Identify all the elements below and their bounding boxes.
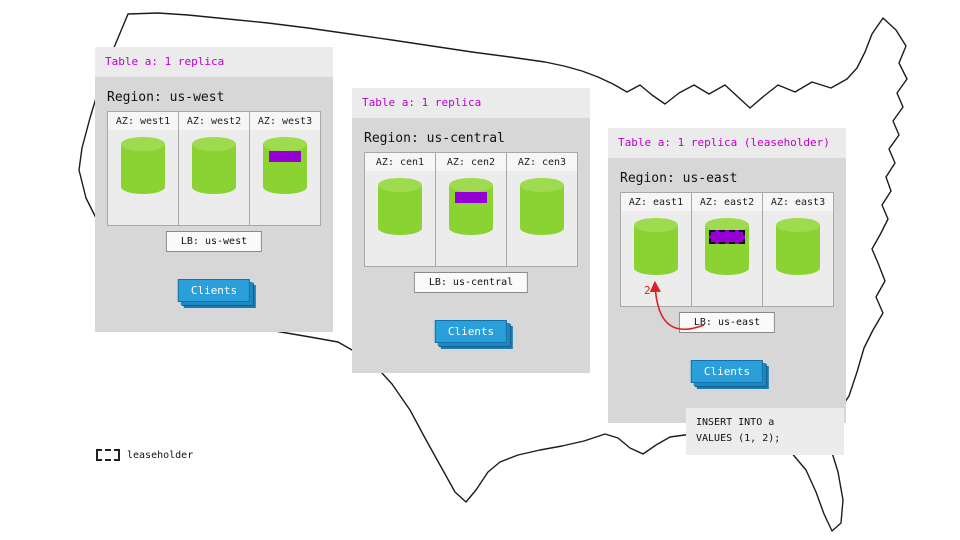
region-panel-us-west: Table a: 1 replica Region: us-west AZ: w… bbox=[95, 47, 333, 332]
az-label: AZ: east1 bbox=[621, 193, 691, 211]
az-label: AZ: west3 bbox=[250, 112, 320, 130]
leaseholder-replica-icon bbox=[709, 230, 745, 244]
az-label: AZ: east3 bbox=[763, 193, 833, 211]
sql-insert-note: INSERT INTO a VALUES (1, 2); bbox=[686, 408, 844, 455]
region-panel-us-central: Table a: 1 replica Region: us-central AZ… bbox=[352, 88, 590, 373]
load-balancer-box: LB: us-central bbox=[413, 272, 529, 293]
az-column-west3: AZ: west3 bbox=[250, 111, 321, 226]
cylinder-shape bbox=[520, 178, 564, 235]
database-cylinder-icon bbox=[704, 217, 750, 275]
az-column-east2: AZ: east2 bbox=[692, 192, 763, 307]
database-cylinder-icon bbox=[120, 136, 166, 194]
az-label: AZ: west2 bbox=[179, 112, 249, 130]
cylinder-shape bbox=[634, 218, 678, 275]
az-label: AZ: west1 bbox=[108, 112, 178, 130]
az-row: AZ: west1 AZ: west2 bbox=[107, 111, 321, 226]
legend-label: leaseholder bbox=[127, 449, 194, 461]
leaseholder-swatch-icon bbox=[96, 449, 120, 461]
az-label: AZ: cen2 bbox=[436, 153, 506, 171]
az-label: AZ: cen3 bbox=[507, 153, 577, 171]
load-balancer-box: LB: us-east bbox=[678, 312, 776, 333]
replica-icon bbox=[269, 151, 301, 162]
clients-button[interactable]: Clients bbox=[434, 320, 508, 343]
database-cylinder-icon bbox=[519, 177, 565, 235]
az-column-east1: AZ: east1 bbox=[620, 192, 692, 307]
az-column-cen2: AZ: cen2 bbox=[436, 152, 507, 267]
database-cylinder-icon bbox=[377, 177, 423, 235]
az-row: AZ: east1 AZ: east2 bbox=[620, 192, 834, 307]
region-body: Region: us-west AZ: west1 AZ: west2 bbox=[95, 77, 333, 332]
cylinder-shape bbox=[263, 137, 307, 194]
region-title: Region: us-east bbox=[620, 171, 738, 186]
database-cylinder-icon bbox=[262, 136, 308, 194]
sql-line-2: VALUES (1, 2); bbox=[696, 432, 781, 444]
region-panel-us-east: Table a: 1 replica (leaseholder) Region:… bbox=[608, 128, 846, 423]
az-column-west2: AZ: west2 bbox=[179, 111, 250, 226]
cylinder-shape bbox=[121, 137, 165, 194]
az-column-east3: AZ: east3 bbox=[763, 192, 834, 307]
cylinder-shape bbox=[705, 218, 749, 275]
table-replica-label: Table a: 1 replica (leaseholder) bbox=[618, 136, 830, 149]
az-column-west1: AZ: west1 bbox=[107, 111, 179, 226]
clients-button[interactable]: Clients bbox=[177, 279, 251, 302]
sql-line-1: INSERT INTO a bbox=[696, 417, 775, 428]
replica-icon bbox=[455, 192, 487, 203]
table-replica-header: Table a: 1 replica (leaseholder) bbox=[608, 128, 846, 158]
database-cylinder-icon bbox=[633, 217, 679, 275]
region-title: Region: us-central bbox=[364, 131, 505, 146]
cylinder-shape bbox=[192, 137, 236, 194]
table-replica-header: Table a: 1 replica bbox=[352, 88, 590, 118]
clients-button[interactable]: Clients bbox=[690, 360, 764, 383]
cylinder-shape bbox=[378, 178, 422, 235]
cylinder-shape bbox=[776, 218, 820, 275]
step-number-label: 2 bbox=[644, 284, 651, 297]
table-replica-label: Table a: 1 replica bbox=[105, 55, 225, 68]
database-cylinder-icon bbox=[775, 217, 821, 275]
table-replica-header: Table a: 1 replica bbox=[95, 47, 333, 77]
az-column-cen1: AZ: cen1 bbox=[364, 152, 436, 267]
region-body: Region: us-east AZ: east1 AZ: east2 bbox=[608, 158, 846, 423]
az-label: AZ: cen1 bbox=[365, 153, 435, 171]
table-replica-label: Table a: 1 replica bbox=[362, 96, 482, 109]
cylinder-shape bbox=[449, 178, 493, 235]
database-cylinder-icon bbox=[191, 136, 237, 194]
region-body: Region: us-central AZ: cen1 AZ: cen2 bbox=[352, 118, 590, 373]
az-column-cen3: AZ: cen3 bbox=[507, 152, 578, 267]
legend: leaseholder bbox=[96, 449, 193, 461]
az-label: AZ: east2 bbox=[692, 193, 762, 211]
load-balancer-box: LB: us-west bbox=[165, 231, 263, 252]
region-title: Region: us-west bbox=[107, 90, 225, 105]
database-cylinder-icon bbox=[448, 177, 494, 235]
az-row: AZ: cen1 AZ: cen2 bbox=[364, 152, 578, 267]
